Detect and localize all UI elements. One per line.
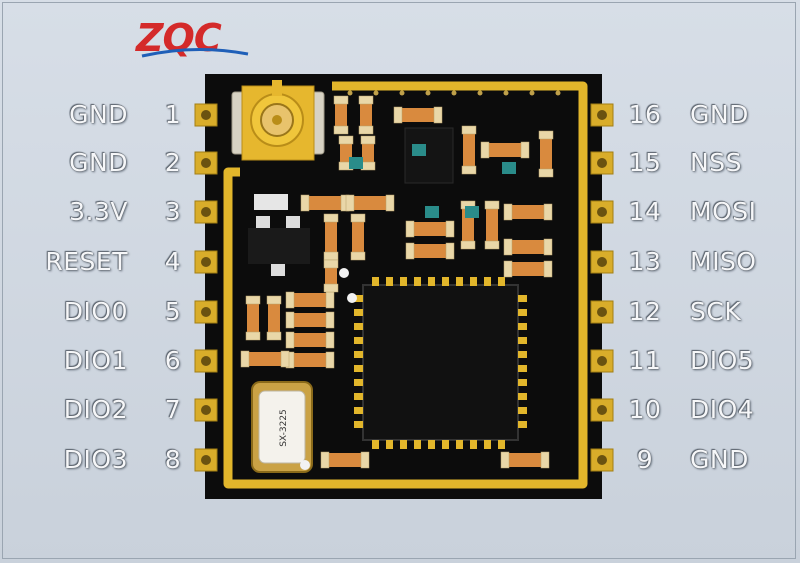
castellated-pad-5 (194, 300, 218, 324)
brand-logo: ZQC (136, 16, 249, 64)
smd-component (285, 351, 335, 369)
castellated-pad-10 (590, 398, 614, 422)
pin-label-1: GND (69, 100, 128, 129)
sot-transistor (248, 194, 310, 276)
pin-number-16: 16 (628, 100, 662, 129)
smd-component (266, 295, 282, 341)
ceramic-capacitor (349, 157, 363, 169)
ufl-connector (231, 80, 325, 161)
castellated-pad-3 (194, 200, 218, 224)
smd-component (323, 259, 339, 293)
pin-label-2: GND (69, 148, 128, 177)
pin-label-16: GND (690, 100, 749, 129)
smd-component (393, 106, 443, 124)
castellated-pad-7 (194, 398, 218, 422)
pin-label-6: DIO1 (63, 346, 128, 375)
castellated-pad-13 (590, 250, 614, 274)
logo-swoosh-icon (141, 47, 249, 58)
smd-component (350, 213, 366, 261)
smd-component (360, 135, 376, 171)
pin-label-9: GND (690, 445, 749, 474)
smd-component (461, 125, 477, 175)
smd-component (405, 220, 455, 238)
castellated-pad-2 (194, 151, 218, 175)
smd-component (358, 95, 374, 135)
smd-component (345, 194, 395, 212)
pin-label-11: DIO5 (690, 346, 755, 375)
ceramic-capacitor (412, 144, 426, 156)
pin-number-9: 9 (636, 445, 654, 474)
smd-component (484, 200, 500, 250)
castellated-pad-4 (194, 250, 218, 274)
smd-component (500, 451, 550, 469)
pin-label-15: NSS (690, 148, 742, 177)
pin-label-10: DIO4 (690, 395, 755, 424)
pin-number-4: 4 (164, 247, 182, 276)
smd-component (503, 260, 553, 278)
ground-trace (223, 81, 588, 489)
pin-number-3: 3 (164, 197, 182, 226)
smd-component (503, 203, 553, 221)
castellated-pad-1 (194, 103, 218, 127)
smd-component (285, 311, 335, 329)
castellated-pad-14 (590, 200, 614, 224)
pin-number-1: 1 (164, 100, 182, 129)
pin-number-15: 15 (628, 148, 662, 177)
smd-component (240, 350, 290, 368)
smd-component (245, 295, 261, 341)
castellated-pad-11 (590, 349, 614, 373)
pin-label-3: 3.3V (69, 197, 128, 226)
castellated-pad-12 (590, 300, 614, 324)
logo-text: ZQC (136, 16, 222, 60)
crystal-label: SX-3225 (279, 409, 289, 447)
pin-number-12: 12 (628, 297, 662, 326)
pin-number-7: 7 (164, 395, 182, 424)
pin-number-8: 8 (164, 445, 182, 474)
pin-label-4: RESET (45, 247, 128, 276)
smd-component (503, 238, 553, 256)
pin-number-5: 5 (164, 297, 182, 326)
pin-number-13: 13 (628, 247, 662, 276)
pin-label-12: SCK (690, 297, 742, 326)
pin-label-7: DIO2 (63, 395, 128, 424)
smd-component (300, 194, 350, 212)
rf-transceiver-chip (354, 277, 527, 449)
smd-component (320, 451, 370, 469)
ceramic-capacitor (425, 206, 439, 218)
ceramic-capacitor (465, 206, 479, 218)
castellated-pad-16 (590, 103, 614, 127)
pin-number-6: 6 (164, 346, 182, 375)
smd-component (285, 331, 335, 349)
smd-component (538, 130, 554, 178)
pin-number-14: 14 (628, 197, 662, 226)
castellated-pad-9 (590, 448, 614, 472)
pin-label-14: MOSI (690, 197, 757, 226)
smd-component (323, 213, 339, 261)
pin-number-11: 11 (628, 346, 662, 375)
castellated-pad-15 (590, 151, 614, 175)
smd-component (333, 95, 349, 135)
ceramic-capacitor (502, 162, 516, 174)
pin-label-5: DIO0 (63, 297, 128, 326)
pin-label-8: DIO3 (63, 445, 128, 474)
pin-number-2: 2 (164, 148, 182, 177)
smd-component (285, 291, 335, 309)
crystal-oscillator: SX-3225 (251, 381, 313, 473)
castellated-pad-8 (194, 448, 218, 472)
pin-label-13: MISO (690, 247, 757, 276)
smd-component (405, 242, 455, 260)
pin-number-10: 10 (628, 395, 662, 424)
castellated-pad-6 (194, 349, 218, 373)
smd-component (480, 141, 530, 159)
